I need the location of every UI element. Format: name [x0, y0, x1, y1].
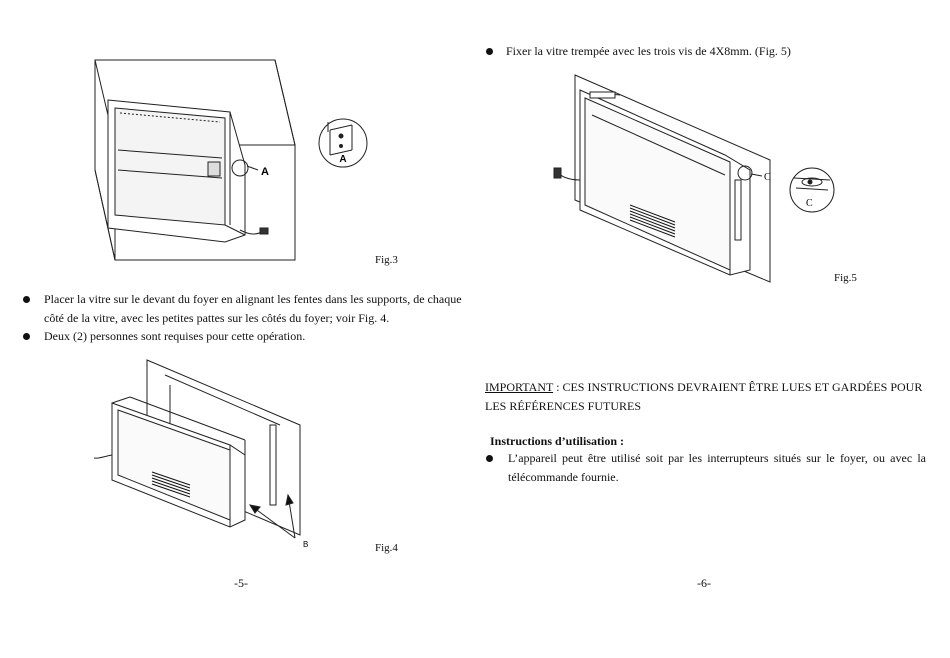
bullet-2 [23, 333, 30, 340]
figure-3: A A [90, 50, 380, 265]
important-label: IMPORTANT [485, 380, 554, 394]
bullet-1 [23, 296, 30, 303]
fig3-detail-label: A [339, 154, 346, 165]
right-page-number: -6- [697, 576, 711, 590]
bullet-3 [486, 48, 493, 55]
fig3-illustration: A A [94, 59, 368, 261]
important-line1: IMPORTANT : CES INSTRUCTIONS DEVRAIENT Ê… [485, 378, 925, 397]
left-bullet-line1: Placer la vitre sur le devant du foyer e… [44, 292, 462, 306]
fig4-caption: Fig.4 [375, 542, 398, 554]
fig4-illustration: B [93, 359, 308, 549]
fig5-illustration: C C [553, 74, 835, 283]
important-text-line1: : CES INSTRUCTIONS DEVRAIENT ÊTRE LUES E… [553, 380, 923, 394]
fig3-callout-label: A [261, 166, 269, 178]
left-page-number: -5- [234, 576, 248, 590]
fig5-callout-label: C [764, 172, 771, 183]
bullet-4 [486, 455, 493, 462]
important-line2: LES RÉFÉRENCES FUTURES [485, 399, 642, 413]
left-bullet-line3: Deux (2) personnes sont requises pour ce… [44, 329, 306, 343]
fig4-callout-label: B [303, 540, 308, 549]
right-top-bullet: Fixer la vitre trempée avec les trois vi… [506, 44, 791, 58]
usage-bullet-line1: L’appareil peut être utilisé soit par le… [508, 451, 926, 465]
usage-heading: Instructions d’utilisation : [490, 434, 625, 448]
fig5-caption: Fig.5 [834, 272, 857, 284]
left-bullet-line2: côté de la vitre, avec les petites patte… [44, 311, 390, 325]
figure-5: C C [550, 70, 840, 285]
fig5-detail-label: C [806, 198, 813, 209]
fig3-caption: Fig.3 [375, 254, 398, 266]
figure-4: B [90, 355, 320, 555]
usage-bullet-line2: télécommande fournie. [508, 470, 619, 484]
